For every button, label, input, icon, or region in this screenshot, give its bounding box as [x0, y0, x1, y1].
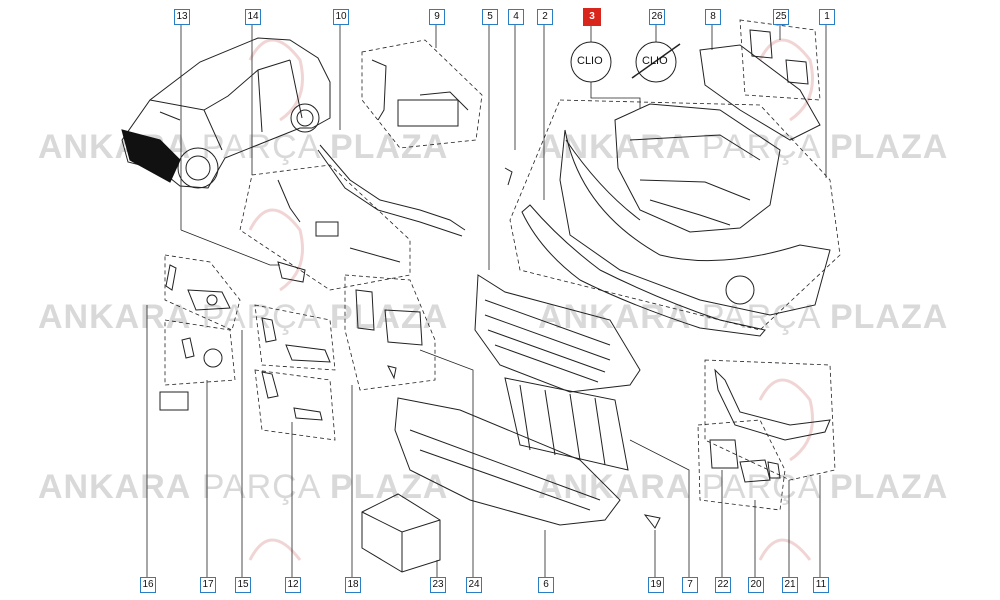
callout-18[interactable]: 18 — [345, 577, 361, 593]
callout-13[interactable]: 13 — [174, 9, 190, 25]
callout-2[interactable]: 2 — [537, 9, 553, 25]
group-box-14 — [239, 164, 411, 291]
part-4-clip — [504, 167, 513, 186]
part-9-brackets — [371, 59, 469, 127]
callout-1[interactable]: 1 — [819, 9, 835, 25]
part-12-clip — [261, 371, 279, 399]
callout-21[interactable]: 21 — [782, 577, 798, 593]
callout-5[interactable]: 5 — [482, 9, 498, 25]
callout-4[interactable]: 4 — [508, 9, 524, 25]
clio-strikethrough — [631, 43, 681, 79]
lower-grille-5 — [474, 274, 641, 393]
watermark-logo-mark — [248, 38, 304, 122]
part-11-strip — [714, 368, 831, 441]
car-front-highlight — [121, 129, 181, 183]
part-2-lower-strip — [521, 204, 766, 337]
group-box-24 — [344, 274, 436, 391]
part-20-bracket — [739, 459, 771, 483]
callout-26[interactable]: 26 — [649, 9, 665, 25]
fastener-box-23 — [361, 493, 441, 573]
group-box-11 — [704, 359, 836, 481]
part-24-bracket-a — [355, 289, 375, 331]
part-8-carrier — [699, 44, 821, 141]
clio-badge-circle — [570, 41, 612, 83]
upper-grille-trim — [317, 144, 466, 237]
callout-14[interactable]: 14 — [245, 9, 261, 25]
part-13-clip — [277, 261, 306, 283]
callout-23[interactable]: 23 — [430, 577, 446, 593]
callout-8[interactable]: 8 — [705, 9, 721, 25]
radiator-shutter-7 — [504, 377, 629, 471]
part-16-clip — [165, 264, 177, 291]
callout-6[interactable]: 6 — [538, 577, 554, 593]
group-box-17 — [164, 319, 236, 386]
part-14-rod — [349, 247, 401, 263]
part-14-strip — [277, 179, 301, 223]
clio-badge-label: CLIO — [577, 55, 603, 67]
part-21-clip — [767, 461, 781, 479]
callout-16[interactable]: 16 — [140, 577, 156, 593]
part-16-housing — [187, 289, 231, 311]
part-17-clip — [181, 337, 195, 359]
car-outline — [121, 37, 331, 189]
group-box-22 — [697, 419, 786, 511]
callout-22[interactable]: 22 — [715, 577, 731, 593]
group-box-12 — [254, 369, 336, 441]
part-15-grille — [285, 344, 331, 363]
part-12-insert — [293, 407, 323, 421]
callout-19[interactable]: 19 — [648, 577, 664, 593]
part-17-seal — [159, 391, 189, 411]
part-24-bracket-b — [384, 309, 423, 346]
callout-12[interactable]: 12 — [285, 577, 301, 593]
group-box-15 — [254, 304, 336, 371]
part-19-clip — [643, 514, 661, 529]
callout-11[interactable]: 11 — [813, 577, 829, 593]
group-box-25 — [739, 19, 821, 101]
front-bumper — [559, 129, 831, 316]
part-17-ring — [203, 348, 223, 368]
undertray-6 — [394, 397, 621, 526]
callout-20[interactable]: 20 — [748, 577, 764, 593]
callout-10[interactable]: 10 — [333, 9, 349, 25]
callout-3-selected[interactable]: 3 — [583, 8, 601, 26]
part-22-sensor — [709, 439, 739, 469]
callout-24[interactable]: 24 — [466, 577, 482, 593]
part-25-clip-a — [749, 29, 773, 59]
callout-25[interactable]: 25 — [773, 9, 789, 25]
callout-15[interactable]: 15 — [235, 577, 251, 593]
clio-crossed-badge-circle — [635, 41, 677, 83]
clio-crossed-badge-label: CLIO — [642, 55, 668, 67]
group-box-16 — [164, 254, 241, 331]
group-box-9 — [361, 39, 483, 149]
group-box-1 — [509, 99, 841, 331]
part-15-clip — [261, 317, 277, 343]
part-14-seal — [315, 221, 339, 237]
callout-17[interactable]: 17 — [200, 577, 216, 593]
part-18-clip — [387, 365, 397, 380]
part-25-clip-b — [785, 59, 809, 85]
grille-frame-3 — [614, 103, 781, 233]
callout-7[interactable]: 7 — [682, 577, 698, 593]
callout-9[interactable]: 9 — [429, 9, 445, 25]
